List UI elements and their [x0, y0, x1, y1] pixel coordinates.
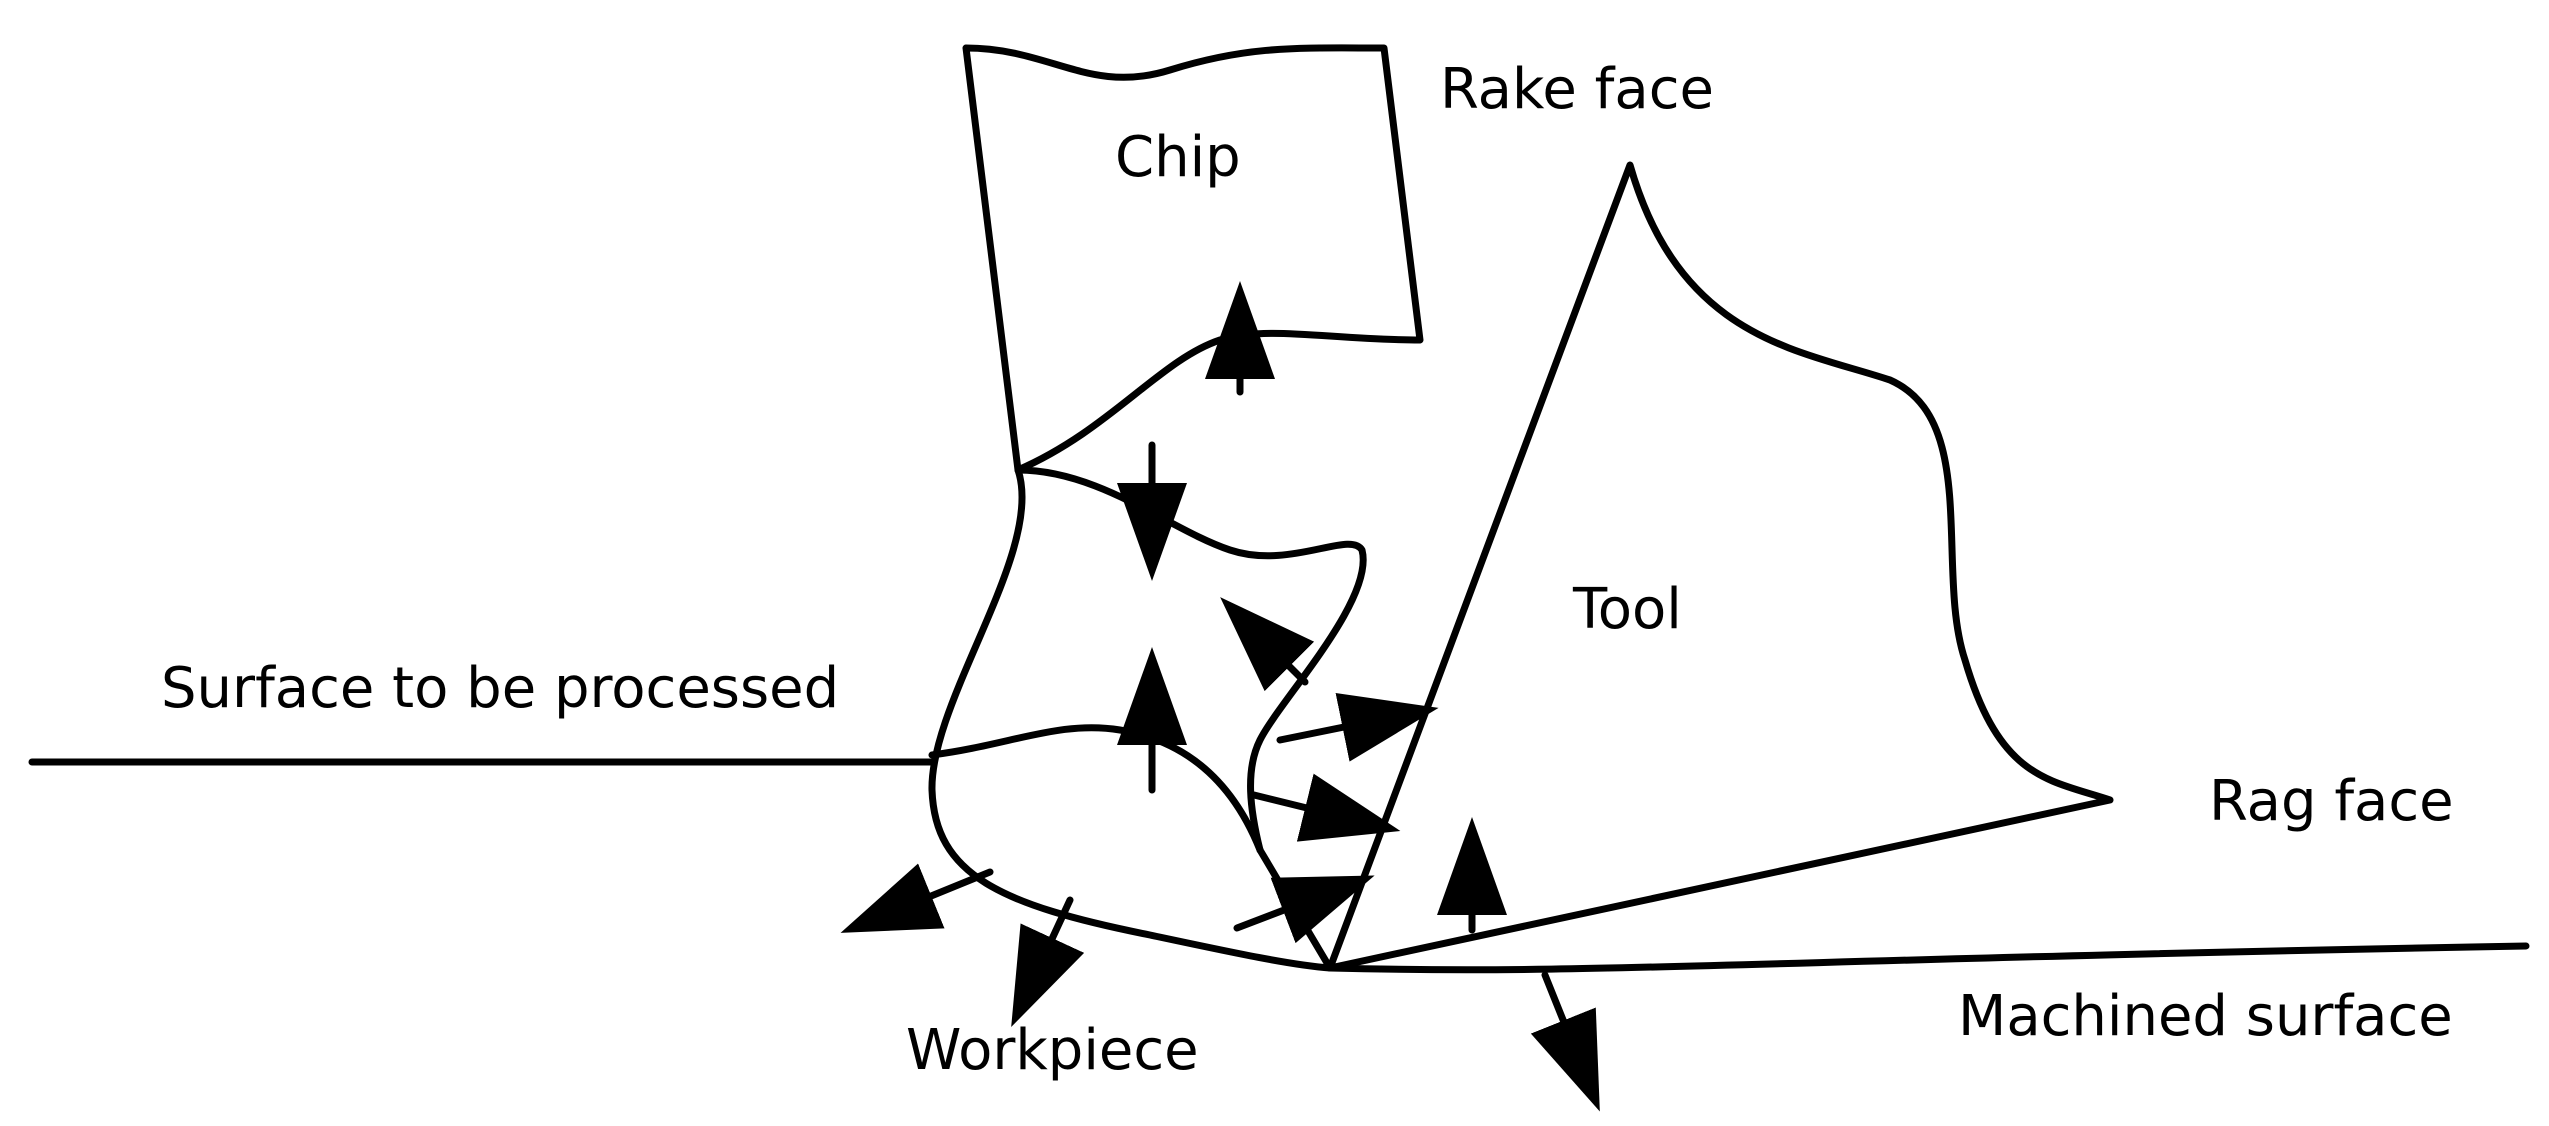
tool-outline [1326, 161, 2114, 972]
tool-label: Tool [1572, 577, 1682, 642]
lower-shear-line [928, 724, 1264, 854]
chip-label: Chip [1115, 125, 1241, 190]
workpiece-boundary [928, 466, 1334, 972]
arrow-rake-right [1276, 693, 1439, 762]
machined-surface-line [1326, 942, 2530, 974]
chip-outline [962, 44, 1424, 474]
workpiece-label: Workpiece [906, 1018, 1199, 1083]
arrow-workpiece-down [1011, 896, 1085, 1028]
machined-surface-label: Machined surface [1958, 984, 2453, 1049]
arrow-tip-right [1250, 773, 1401, 842]
arrow-machined-down [1530, 971, 1600, 1112]
rag-face-label: Rag face [2209, 769, 2454, 834]
upper-shear-line [1014, 466, 1367, 854]
surface-to-be-processed-label: Surface to be processed [161, 656, 839, 721]
arrow-upper-left [1220, 597, 1315, 692]
rake-face-label: Rake face [1440, 57, 1714, 122]
arrow-workpiece-left [840, 863, 994, 933]
arrow-lower-right [1233, 875, 1375, 944]
